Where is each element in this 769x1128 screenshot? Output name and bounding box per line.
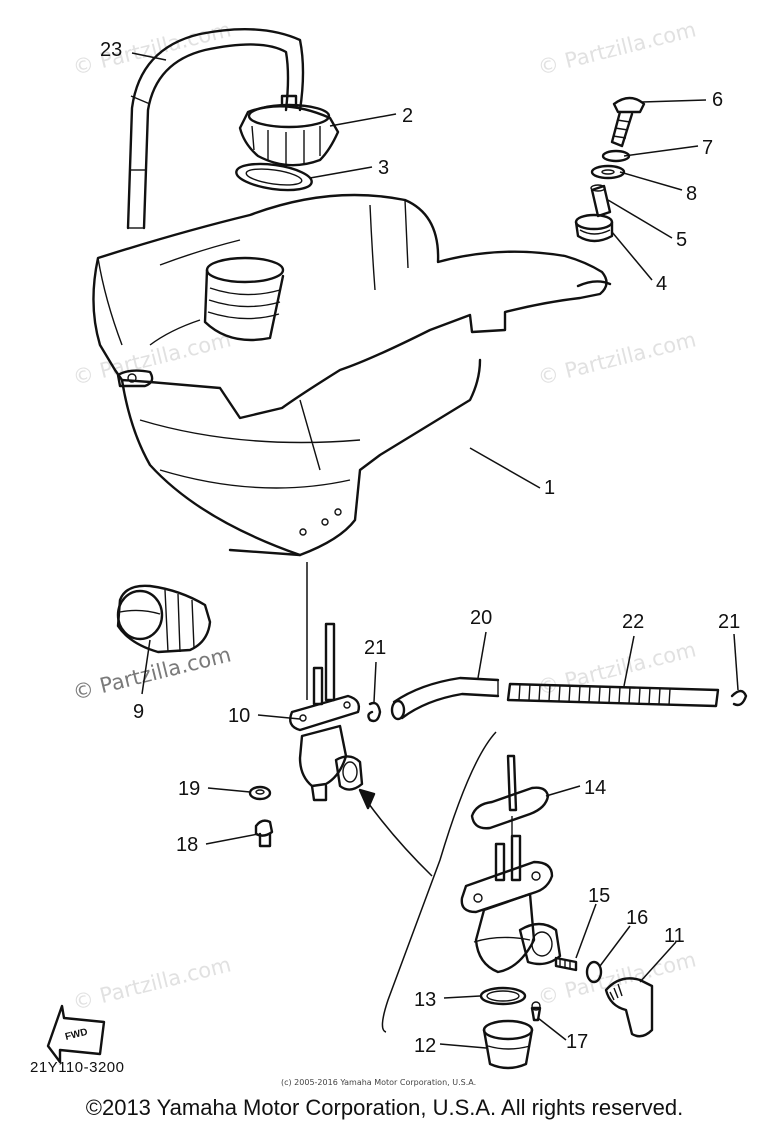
cock-gasket[interactable] bbox=[470, 754, 550, 840]
callout-10[interactable]: 10 bbox=[228, 705, 250, 727]
fuel-hose[interactable] bbox=[390, 676, 500, 721]
callout-19[interactable]: 19 bbox=[178, 778, 200, 800]
o-ring[interactable] bbox=[479, 986, 527, 1006]
callout-13[interactable]: 13 bbox=[414, 989, 436, 1011]
hose-protector[interactable] bbox=[506, 682, 720, 708]
callout-18[interactable]: 18 bbox=[176, 834, 198, 856]
watermark-text: © Partzilla.com bbox=[70, 642, 233, 704]
callout-1[interactable]: 1 bbox=[544, 477, 555, 499]
callout-2[interactable]: 2 bbox=[402, 105, 413, 127]
washer[interactable] bbox=[590, 164, 626, 180]
damper[interactable] bbox=[574, 213, 614, 243]
callout-numbers: 23 2 3 6 7 8 5 4 1 9 10 19 18 21 20 22 2… bbox=[100, 39, 740, 1057]
fuel-cap[interactable] bbox=[238, 94, 340, 167]
callout-17[interactable]: 17 bbox=[566, 1031, 588, 1053]
washer[interactable] bbox=[248, 785, 272, 801]
callout-7[interactable]: 7 bbox=[702, 137, 713, 159]
callout-16[interactable]: 16 bbox=[626, 907, 648, 929]
leader-lines bbox=[131, 52, 739, 1049]
callout-21[interactable]: 21 bbox=[364, 637, 386, 659]
fuel-cock-detail[interactable] bbox=[460, 834, 562, 974]
callout-9[interactable]: 9 bbox=[133, 701, 144, 723]
fuel-tank[interactable] bbox=[92, 193, 612, 557]
watermark-text: © Partzilla.com bbox=[535, 327, 698, 389]
footer-copyright: ©2013 Yamaha Motor Corporation, U.S.A. A… bbox=[85, 1095, 684, 1120]
callout-3[interactable]: 3 bbox=[378, 157, 389, 179]
screw[interactable] bbox=[254, 819, 274, 848]
callout-8[interactable]: 8 bbox=[686, 183, 697, 205]
cap-gasket[interactable] bbox=[235, 160, 314, 194]
callout-5[interactable]: 5 bbox=[676, 229, 687, 251]
callout-21[interactable]: 21 bbox=[718, 611, 740, 633]
fuel-strainer[interactable] bbox=[116, 584, 212, 654]
callout-11[interactable]: 11 bbox=[664, 925, 685, 947]
callout-15[interactable]: 15 bbox=[588, 885, 610, 907]
hose-clamp[interactable] bbox=[367, 701, 382, 723]
fuel-cock-lever[interactable] bbox=[604, 977, 654, 1038]
small-copyright: (c) 2005-2016 Yamaha Motor Corporation, … bbox=[281, 1078, 476, 1087]
detail-inset-outline bbox=[358, 731, 497, 1033]
spring[interactable] bbox=[554, 956, 578, 972]
hose-clamp[interactable] bbox=[730, 689, 748, 707]
breather-hose[interactable] bbox=[126, 28, 305, 230]
callout-20[interactable]: 20 bbox=[470, 607, 492, 629]
collar[interactable] bbox=[590, 184, 612, 218]
callout-12[interactable]: 12 bbox=[414, 1035, 436, 1057]
forward-direction-arrow: FWD bbox=[46, 1004, 106, 1064]
callout-6[interactable]: 6 bbox=[712, 89, 723, 111]
fuel-cup[interactable] bbox=[482, 1019, 534, 1070]
screw[interactable] bbox=[610, 96, 646, 148]
fwd-label: FWD bbox=[64, 1027, 89, 1043]
watermark-text: © Partzilla.com bbox=[535, 17, 698, 79]
fuel-cock[interactable] bbox=[289, 622, 364, 802]
screw[interactable] bbox=[530, 1001, 542, 1022]
callout-23[interactable]: 23 bbox=[100, 39, 122, 61]
o-ring[interactable] bbox=[585, 960, 603, 984]
diagram-code: 21Y110-3200 bbox=[30, 1059, 124, 1076]
callout-22[interactable]: 22 bbox=[622, 611, 644, 633]
callout-4[interactable]: 4 bbox=[656, 273, 667, 295]
watermark-text: © Partzilla.com bbox=[70, 952, 233, 1014]
callout-14[interactable]: 14 bbox=[584, 777, 606, 799]
